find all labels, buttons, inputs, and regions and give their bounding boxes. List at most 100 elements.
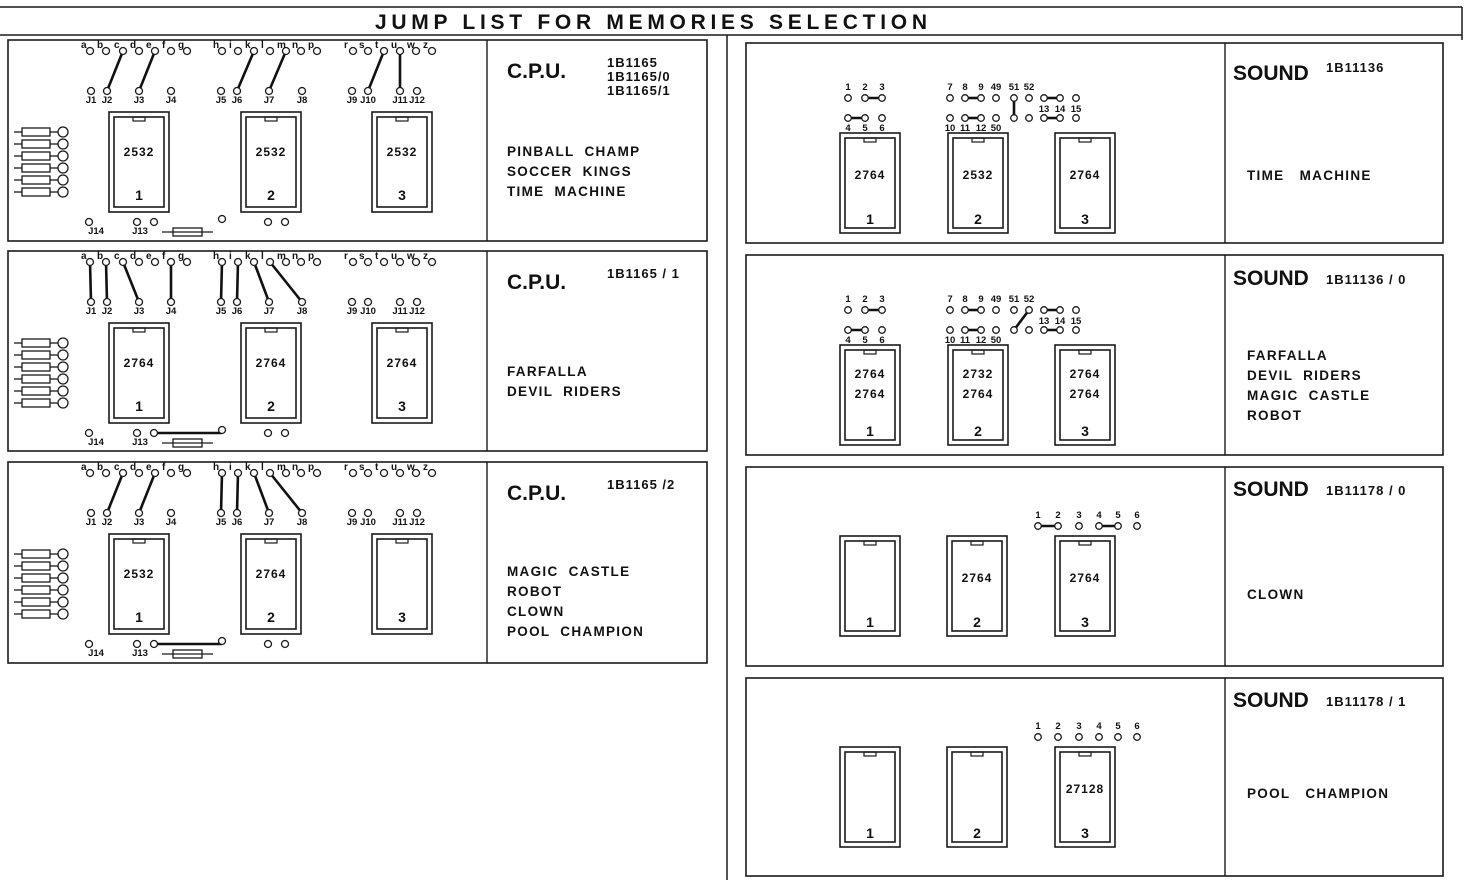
resistor-icon [21, 374, 51, 384]
eprom-slot-number: 1 [135, 398, 143, 414]
jumper-pin [946, 326, 954, 334]
jumper-pin [249, 468, 259, 478]
pin-label: a [81, 462, 87, 473]
pin-label: k [245, 40, 251, 51]
test-point [57, 174, 69, 186]
pin-label: l [261, 462, 264, 473]
eprom-type: 2764 [855, 168, 886, 182]
jumper-pin [395, 86, 405, 96]
jumper-pin [182, 257, 192, 267]
eprom-notch-icon [863, 751, 877, 757]
page-title: JUMP LIST FOR MEMORIES SELECTION [375, 11, 927, 34]
pin-label: r [344, 40, 348, 51]
pin-label: l [261, 40, 264, 51]
jumper-pin [182, 468, 192, 478]
resistor-icon [21, 609, 51, 619]
jumper-pin [216, 297, 226, 307]
jumper-label: J10 [360, 517, 376, 528]
pin-label: 3 [1076, 510, 1081, 521]
resistor-icon [21, 127, 51, 137]
resistor-icon [21, 350, 51, 360]
resistor-icon [21, 549, 51, 559]
pin-label: a [81, 251, 87, 262]
jumper-pin [861, 306, 869, 314]
pin-label: 14 [1055, 316, 1066, 327]
eprom-type: 2764 [855, 367, 886, 381]
jumper-pin [101, 46, 111, 56]
jumper-pin [878, 326, 886, 334]
jumper-pin [363, 468, 373, 478]
eprom-notch-icon [395, 538, 409, 544]
pin-label: s [359, 251, 365, 262]
pin-label: t [375, 251, 379, 262]
pin-label: 6 [1134, 510, 1139, 521]
jumper-label: J2 [102, 95, 113, 106]
jumper-pin [1133, 733, 1141, 741]
eprom-slot-number: 3 [398, 187, 406, 203]
jumper-pin [1072, 306, 1080, 314]
game-name: SOCCER KINGS [507, 164, 632, 179]
pin-label: e [146, 251, 152, 262]
eprom-notch-icon [1078, 540, 1092, 546]
pin-label: 7 [947, 82, 952, 93]
pin-label: 4 [845, 335, 851, 346]
board-code: 1B11136 [1326, 60, 1384, 75]
jumper-pin [1040, 114, 1048, 122]
jumper-pin [348, 46, 358, 56]
jumper-pin [1075, 733, 1083, 741]
jumper-pin [85, 468, 95, 478]
game-name: TIME MACHINE [507, 184, 627, 199]
jumper-label: J6 [232, 306, 243, 317]
eprom-notch-icon [132, 538, 146, 544]
pin-label: 15 [1071, 316, 1082, 327]
board-code: 1B1165/1 [607, 83, 671, 98]
eprom-slot-number: 1 [866, 614, 874, 630]
eprom-type: 2764 [962, 571, 993, 585]
pin-label: b [97, 251, 103, 262]
jumper-pin [1072, 94, 1080, 102]
eprom-socket-outer [240, 322, 302, 424]
game-name: POOL CHAMPION [1247, 786, 1389, 801]
jumper-pin [249, 257, 259, 267]
pin-label: 5 [1115, 510, 1121, 521]
eprom-notch-icon [264, 538, 278, 544]
jumper-label: J3 [134, 95, 145, 106]
jumper-pin [217, 636, 227, 646]
jumper-pin [861, 326, 869, 334]
game-name: FARFALLA [507, 364, 588, 379]
jumper-pin [992, 306, 1000, 314]
eprom-slot-number: 1 [866, 423, 874, 439]
jumper-pin [348, 468, 358, 478]
pin-label: 10 [945, 335, 956, 346]
game-name: MAGIC CASTLE [1247, 388, 1370, 403]
pin-label: 51 [1009, 82, 1020, 93]
board-code: 1B1165 /2 [607, 477, 675, 492]
jumper-pin [296, 46, 306, 56]
jumper-pin [395, 508, 405, 518]
jumper-pin [1034, 522, 1042, 530]
jumper-pin [134, 468, 144, 478]
jumper-pin [249, 46, 259, 56]
jumper-pin [280, 428, 290, 438]
pin-label: 11 [960, 123, 971, 134]
pin-label: 4 [1096, 721, 1102, 732]
jumper-pin [1040, 326, 1048, 334]
jumper-pin [166, 297, 176, 307]
jumper-pin [166, 86, 176, 96]
pin-label: d [130, 251, 136, 262]
jumper-wire [105, 50, 125, 92]
jumper-pin [233, 257, 243, 267]
jumper-label: J7 [264, 95, 275, 106]
board-heading: C.P.U. [507, 271, 566, 294]
jumper-pin [182, 46, 192, 56]
jumper-wire [235, 472, 240, 514]
eprom-socket-outer [839, 746, 901, 848]
jumper-pin [297, 86, 307, 96]
eprom-notch-icon [1078, 349, 1092, 355]
jumper-pin [265, 46, 275, 56]
jumper-pin [216, 86, 226, 96]
resistor-icon [21, 597, 51, 607]
pin-label: z [423, 462, 428, 473]
